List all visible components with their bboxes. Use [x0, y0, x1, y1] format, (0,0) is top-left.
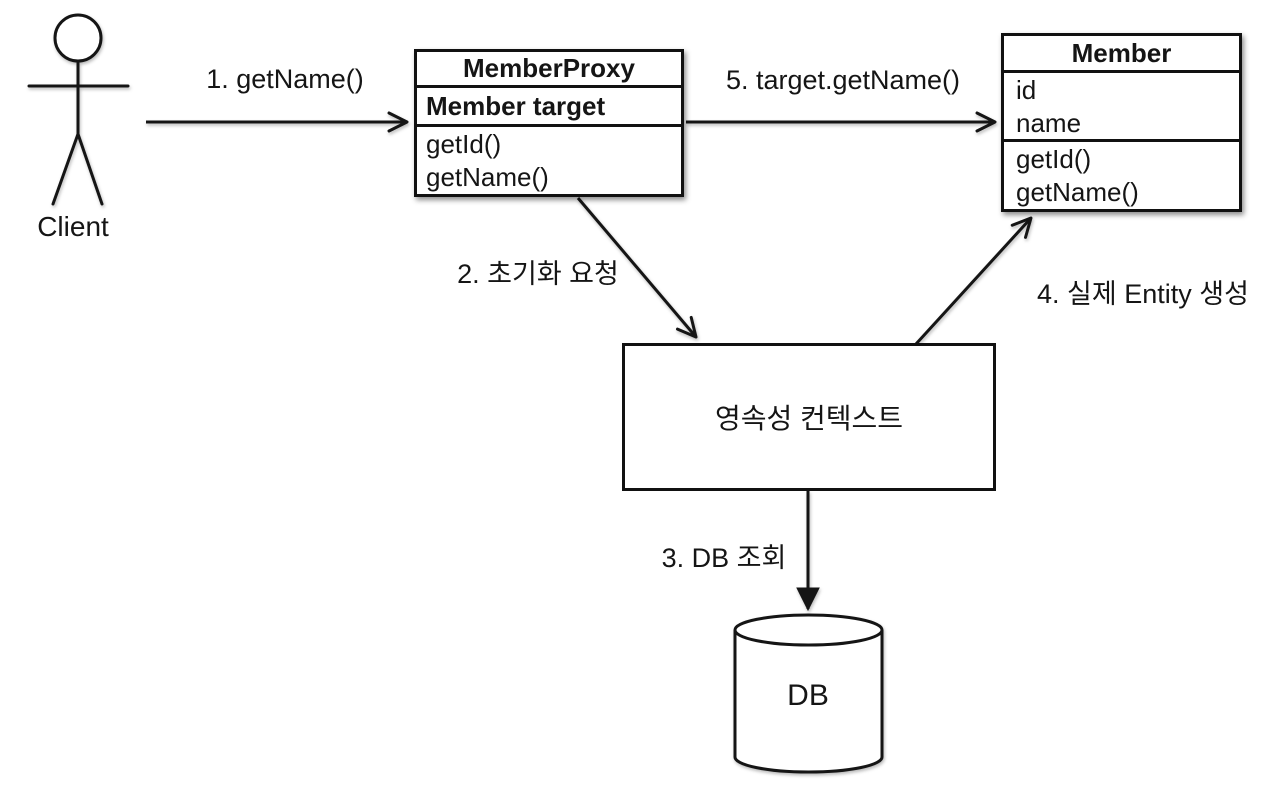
- class-title-member: Member: [1071, 37, 1172, 68]
- arrow-4-create-entity: [914, 216, 1033, 346]
- arrow-3-label: 3. DB 조회: [661, 543, 787, 573]
- method-get-id: getId(): [426, 129, 502, 159]
- arrow-4-label: 4. 실제 Entity 생성: [1037, 279, 1249, 309]
- attribute-name: name: [1016, 108, 1082, 138]
- database-label: DB: [787, 679, 829, 712]
- persistence-context-box: 영속성 컨텍스트: [622, 343, 996, 491]
- client-actor-label: Client: [37, 211, 109, 242]
- attribute-member-target: Member target: [426, 90, 606, 121]
- class-box-member: Member id name getId() getName(): [1001, 33, 1242, 212]
- class-box-member-proxy: MemberProxy Member target getId() getNam…: [414, 49, 684, 197]
- method-get-id: getId(): [1016, 144, 1092, 174]
- class-attributes-member: id name: [1004, 70, 1239, 139]
- method-get-name: getName(): [1016, 177, 1139, 207]
- persistence-context-label: 영속성 컨텍스트: [714, 403, 904, 434]
- database-cylinder-icon: [733, 613, 884, 774]
- class-attributes-member-proxy: Member target: [417, 85, 681, 124]
- arrow-2-init-request: [576, 197, 698, 339]
- attribute-id: id: [1016, 75, 1037, 105]
- arrow-2-label: 2. 초기화 요청: [457, 259, 619, 289]
- arrow-1-label: 1. getName(): [206, 64, 364, 94]
- arrow-5-label: 5. target.getName(): [725, 65, 961, 95]
- class-methods-member: getId() getName(): [1004, 139, 1239, 209]
- class-title-member-proxy: MemberProxy: [463, 53, 635, 84]
- method-get-name: getName(): [426, 162, 549, 192]
- client-actor-icon: [27, 13, 130, 206]
- class-methods-member-proxy: getId() getName(): [417, 124, 681, 194]
